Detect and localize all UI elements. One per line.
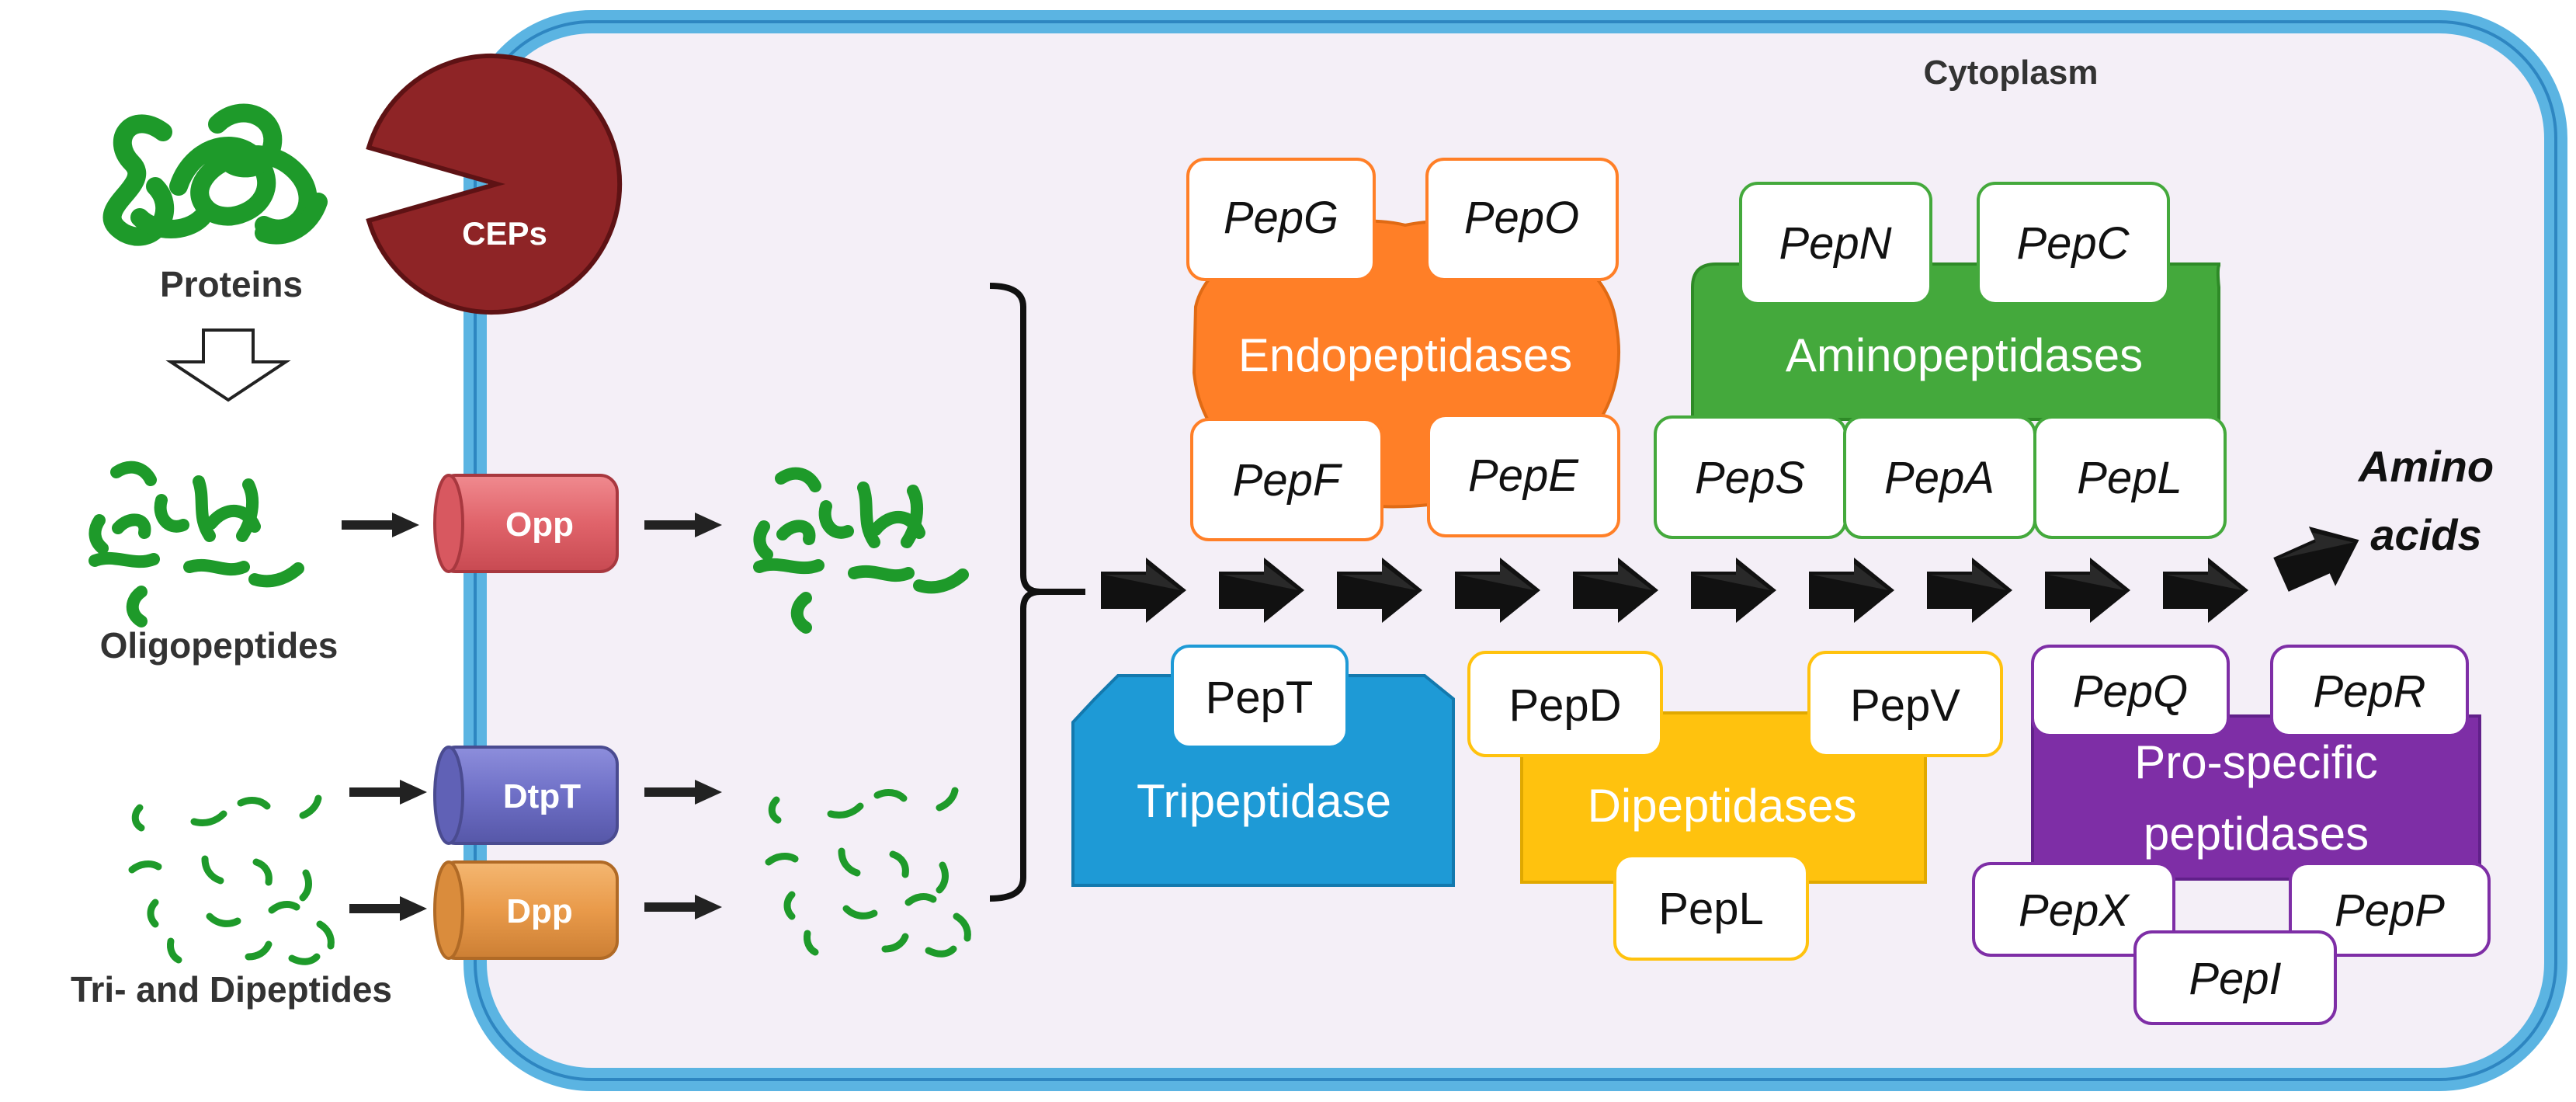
dtpt-transporter: DtpT xyxy=(433,746,619,845)
dtpt-label: DtpT xyxy=(503,777,581,815)
arrow-from-opp-icon xyxy=(644,513,722,537)
svg-text:PepX: PepX xyxy=(2019,885,2130,936)
amino-acids-label-line2: acids xyxy=(2370,510,2481,559)
arrow-from-dpp-icon xyxy=(644,895,722,919)
proteins-label: Proteins xyxy=(160,264,303,304)
tripeptidase-group: Tripeptidase PepT xyxy=(1071,645,1455,887)
svg-text:PepG: PepG xyxy=(1224,193,1338,243)
tri-dipeptide-cluster-outside-icon xyxy=(132,798,331,961)
enzyme-pept: PepT xyxy=(1171,645,1349,749)
arrow-to-dpp-icon xyxy=(349,896,427,921)
svg-text:PepD: PepD xyxy=(1508,680,1621,731)
hollow-down-arrow-icon xyxy=(165,329,291,402)
svg-text:PepN: PepN xyxy=(1779,218,1891,269)
opp-transporter: Opp xyxy=(433,474,619,573)
oligopeptide-cluster-outside-icon xyxy=(95,468,298,621)
enzyme-peps: PepS xyxy=(1654,415,1847,539)
svg-text:PepA: PepA xyxy=(1884,453,1994,503)
enzyme-pepr: PepR xyxy=(2270,645,2469,737)
amino-acids-label-line1: Amino xyxy=(2357,442,2494,491)
svg-text:PepF: PepF xyxy=(1233,455,1343,506)
svg-text:PepE: PepE xyxy=(1468,450,1579,501)
enzyme-pepd: PepD xyxy=(1467,651,1663,757)
svg-text:PepR: PepR xyxy=(2313,666,2425,717)
enzyme-pepa: PepA xyxy=(1843,415,2036,539)
svg-text:PepV: PepV xyxy=(1850,680,1960,731)
ceps-label: CEPs xyxy=(462,215,547,252)
dpp-transporter: Dpp xyxy=(433,860,619,960)
tri-dipeptides-label: Tri- and Dipeptides xyxy=(71,969,392,1010)
arrow-to-dtpt-icon xyxy=(349,780,427,805)
svg-text:PepL: PepL xyxy=(2077,453,2182,503)
pro-specific-label-line2: peptidases xyxy=(2144,808,2369,860)
ceps-pacman-icon xyxy=(366,54,623,315)
pro-specific-label-line1: Pro-specific xyxy=(2134,736,2377,788)
aminopeptidases-group: Aminopeptidases PepN PepC PepS PepA PepL xyxy=(1654,182,2227,539)
transport-arrows xyxy=(342,513,722,921)
dipeptidases-group: Dipeptidases PepD PepV PepL xyxy=(1467,651,2003,961)
dpp-label: Dpp xyxy=(506,892,573,930)
aminopeptidases-label: Aminopeptidases xyxy=(1786,329,2143,381)
enzyme-pepl-di: PepL xyxy=(1613,854,1809,961)
endopeptidases-label: Endopeptidases xyxy=(1238,329,1572,381)
svg-text:PepT: PepT xyxy=(1206,673,1314,723)
pro-specific-group: Pro-specific peptidases PepQ PepR PepX P… xyxy=(1972,645,2491,1025)
opp-label: Opp xyxy=(505,506,574,544)
svg-text:PepQ: PepQ xyxy=(2073,666,2188,717)
endopeptidases-group: Endopeptidases PepG PepO PepF PepE xyxy=(1186,158,1620,541)
svg-text:PepI: PepI xyxy=(2189,954,2281,1004)
enzyme-pepx: PepX xyxy=(1972,862,2175,957)
svg-text:PepO: PepO xyxy=(1464,193,1579,243)
enzyme-pepl-amino: PepL xyxy=(2033,415,2227,539)
arrow-to-opp-icon xyxy=(342,513,419,537)
protein-coil-icon xyxy=(102,103,328,246)
enzyme-pepo: PepO xyxy=(1425,158,1619,281)
enzyme-pepn: PepN xyxy=(1739,182,1932,305)
enzyme-pepg: PepG xyxy=(1186,158,1376,281)
enzyme-pepe: PepE xyxy=(1427,414,1620,537)
enzyme-pepq: PepQ xyxy=(2031,645,2230,737)
svg-text:PepL: PepL xyxy=(1658,884,1763,934)
enzyme-pepv: PepV xyxy=(1807,651,2003,757)
pro-specific-shape xyxy=(2031,714,2481,881)
svg-text:PepS: PepS xyxy=(1695,453,1805,503)
enzyme-pepi: PepI xyxy=(2133,930,2337,1025)
bracket xyxy=(989,283,1085,902)
enzyme-pepf: PepF xyxy=(1190,418,1383,541)
svg-text:PepC: PepC xyxy=(2016,218,2130,269)
cytoplasm-label: Cytoplasm xyxy=(1924,54,2099,92)
svg-text:PepP: PepP xyxy=(2335,885,2445,936)
tripeptidase-label: Tripeptidase xyxy=(1137,775,1391,827)
arrow-from-dtpt-icon xyxy=(644,780,722,805)
tripeptidase-shape xyxy=(1071,674,1455,887)
oligopeptides-label: Oligopeptides xyxy=(100,625,338,666)
dipeptidases-label: Dipeptidases xyxy=(1588,780,1857,832)
enzyme-pepc: PepC xyxy=(1977,182,2170,305)
enzyme-pepp: PepP xyxy=(2289,862,2491,957)
